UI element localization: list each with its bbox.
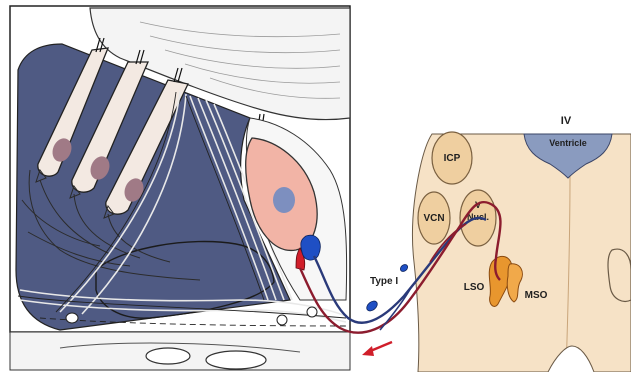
signal-direction-arrow xyxy=(362,342,392,356)
icp-nucleus: ICP xyxy=(432,132,472,184)
vcn-nucleus: VCN xyxy=(418,192,450,244)
ventricle-numeral-label: IV xyxy=(561,115,572,127)
icp-label: ICP xyxy=(444,153,461,164)
lso-label: LSO xyxy=(464,282,485,293)
basilar-membrane-bottom xyxy=(10,332,350,370)
inner-hair-cell-nucleus xyxy=(273,187,295,213)
vcn-label: VCN xyxy=(423,213,444,224)
mso-label: MSO xyxy=(525,290,548,301)
ventricle-word-label: Ventricle xyxy=(549,138,587,148)
efferent-fiber-branch xyxy=(380,286,412,330)
efferent-terminal xyxy=(301,235,321,260)
type-i-markers xyxy=(365,263,409,313)
type-i-label: Type I xyxy=(370,276,398,287)
organ-of-corti-panel xyxy=(10,6,350,332)
